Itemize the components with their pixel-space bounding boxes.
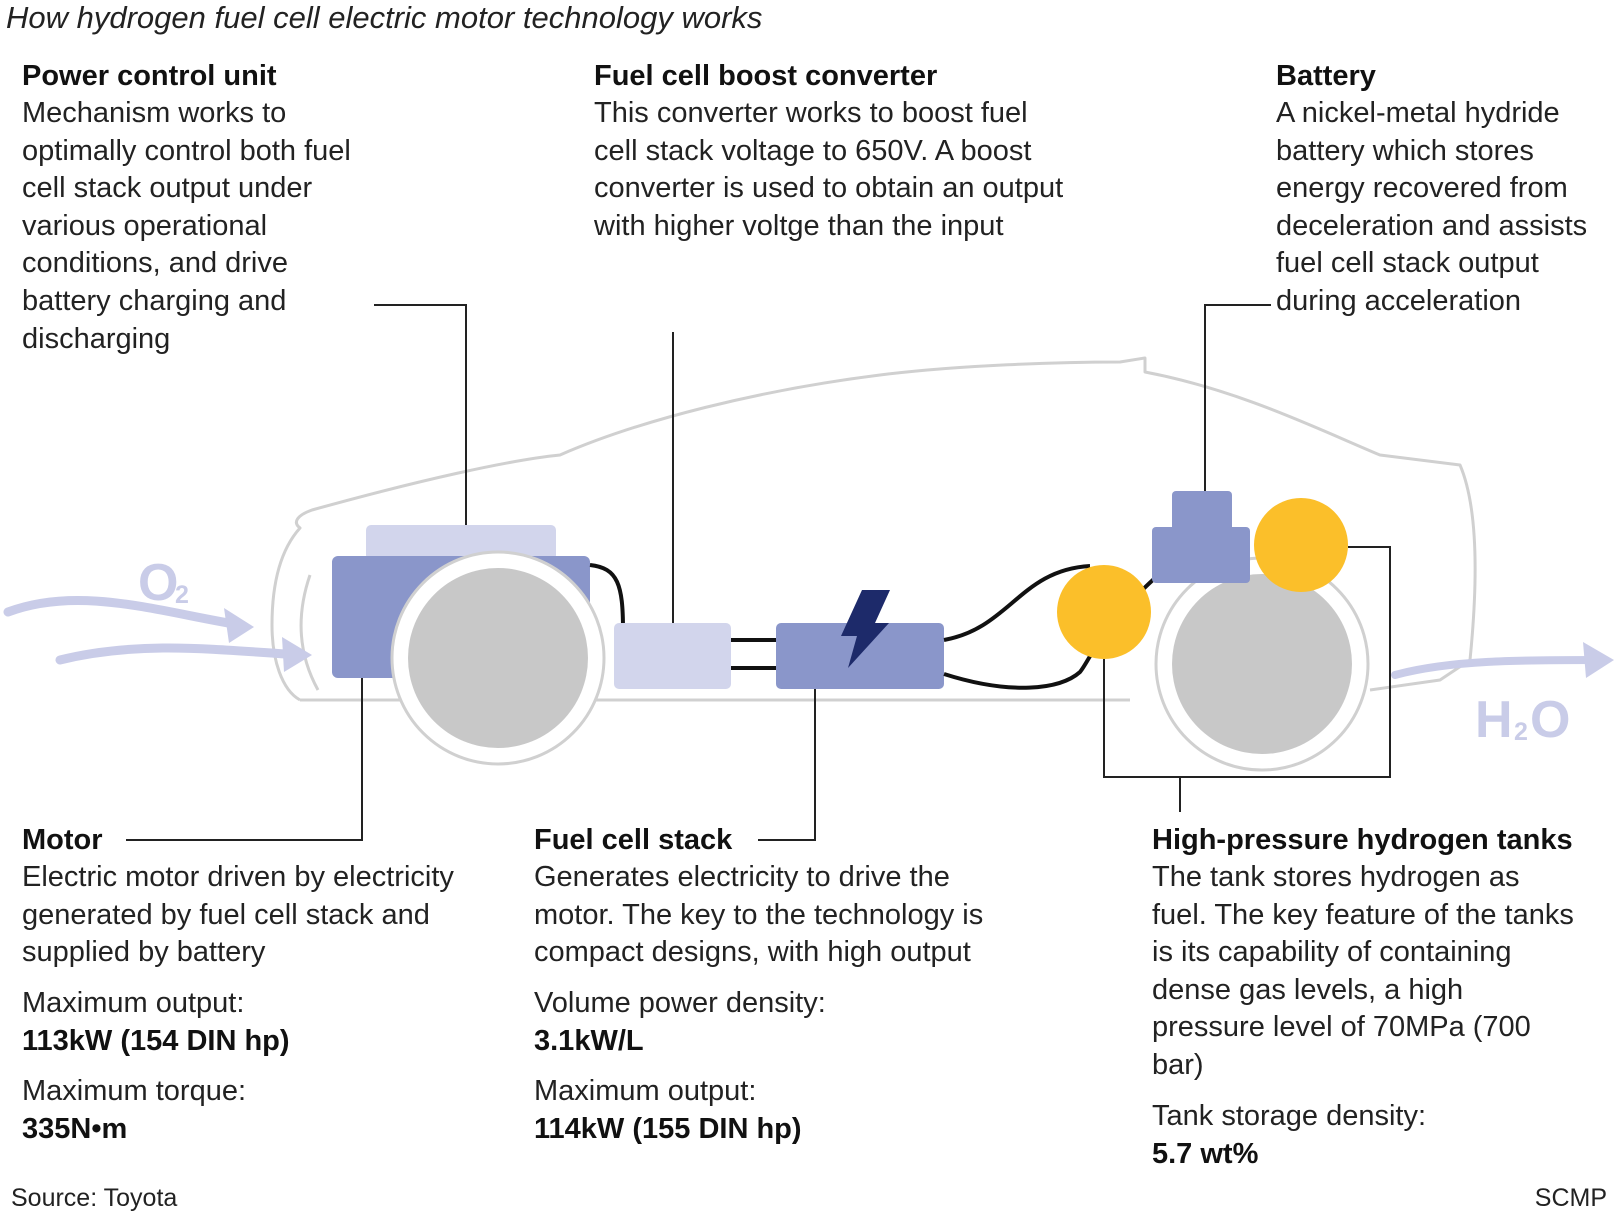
intake-arrowheads bbox=[224, 608, 312, 672]
front-wheel bbox=[408, 568, 588, 748]
leader-power-control-unit bbox=[374, 304, 467, 525]
exhaust-arrow bbox=[1391, 656, 1604, 679]
lightning-bolt-icon bbox=[841, 590, 890, 668]
source-credit: Source: Toyota bbox=[11, 1184, 178, 1212]
leader-hydrogen-tanks bbox=[1103, 546, 1391, 778]
hydrogen-tanks-heading: High-pressure hydrogen tanks bbox=[1152, 824, 1573, 856]
battery-body: A nickel-metal hydride battery which sto… bbox=[1276, 97, 1588, 317]
svg-text:O: O bbox=[1530, 691, 1570, 749]
hydrogen-tanks-density-label: Tank storage density: bbox=[1152, 1099, 1427, 1132]
exhaust-arrowhead bbox=[1583, 642, 1614, 678]
fuel-cell-stack-density-value: 3.1kW/L bbox=[534, 1024, 644, 1057]
motor-output-label: Maximum output: bbox=[22, 986, 245, 1019]
fuel-cell-stack-body: Generates electricity to drive the motor… bbox=[534, 861, 984, 969]
svg-text:2: 2 bbox=[1514, 718, 1528, 746]
svg-text:H: H bbox=[1475, 691, 1513, 749]
battery bbox=[1152, 527, 1250, 583]
svg-text:O: O bbox=[138, 554, 178, 612]
motor-heading: Motor bbox=[22, 824, 103, 856]
fuel-cell-stack-output-label: Maximum output: bbox=[534, 1074, 757, 1107]
hydrogen-tanks-block: High-pressure hydrogen tanks The tank st… bbox=[1152, 821, 1582, 1173]
fuel-cell-stack-heading: Fuel cell stack bbox=[534, 824, 733, 856]
boost-converter-block: Fuel cell boost converter This converter… bbox=[594, 57, 1064, 245]
publisher-credit: SCMP bbox=[1534, 1184, 1607, 1212]
boost-converter-body: This converter works to boost fuel cell … bbox=[594, 97, 1064, 242]
hydrogen-tank-front bbox=[1057, 565, 1151, 659]
motor-output-value: 113kW (154 DIN hp) bbox=[22, 1024, 290, 1057]
h2o-label: H 2 O bbox=[1475, 691, 1570, 749]
hydrogen-tank-rear bbox=[1254, 498, 1348, 592]
leader-lines bbox=[126, 304, 1391, 841]
motor-torque-value: 335N•m bbox=[22, 1112, 128, 1145]
hydrogen-tanks-density-value: 5.7 wt% bbox=[1152, 1137, 1259, 1170]
fuel-cell-stack-density-label: Volume power density: bbox=[534, 986, 826, 1019]
leader-battery bbox=[1204, 304, 1271, 491]
motor-body: Electric motor driven by electricity gen… bbox=[22, 861, 454, 969]
page-title: How hydrogen fuel cell electric motor te… bbox=[6, 0, 763, 35]
intake-arrows bbox=[3, 595, 305, 665]
power-control-unit-body: Mechanism works to optimally control bot… bbox=[22, 97, 351, 355]
leader-fuel-cell-stack bbox=[758, 689, 816, 841]
rear-wheel bbox=[1172, 574, 1352, 754]
power-control-unit-block: Power control unit Mechanism works to op… bbox=[22, 57, 382, 358]
fuel-cell-stack-block: Fuel cell stack Generates electricity to… bbox=[534, 821, 1024, 1148]
motor-block: Motor Electric motor driven by electrici… bbox=[22, 821, 472, 1148]
boost-converter-heading: Fuel cell boost converter bbox=[594, 60, 938, 92]
battery-top bbox=[1172, 491, 1232, 531]
fuel-cell-stack bbox=[776, 623, 944, 689]
cable-pcu-converter bbox=[589, 563, 625, 631]
power-control-unit-heading: Power control unit bbox=[22, 60, 277, 92]
fuel-cell-stack-output-value: 114kW (155 DIN hp) bbox=[534, 1112, 802, 1145]
motor-torque-label: Maximum torque: bbox=[22, 1074, 247, 1107]
hydrogen-tanks-body: The tank stores hydrogen as fuel. The ke… bbox=[1152, 861, 1574, 1081]
o2-label: O 2 bbox=[138, 554, 189, 612]
boost-converter bbox=[614, 623, 731, 689]
leader-motor bbox=[126, 678, 363, 841]
svg-text:2: 2 bbox=[175, 581, 189, 609]
battery-block: Battery A nickel-metal hydride battery w… bbox=[1276, 57, 1614, 321]
battery-heading: Battery bbox=[1276, 60, 1376, 92]
cable-stack-upper bbox=[943, 564, 1091, 642]
